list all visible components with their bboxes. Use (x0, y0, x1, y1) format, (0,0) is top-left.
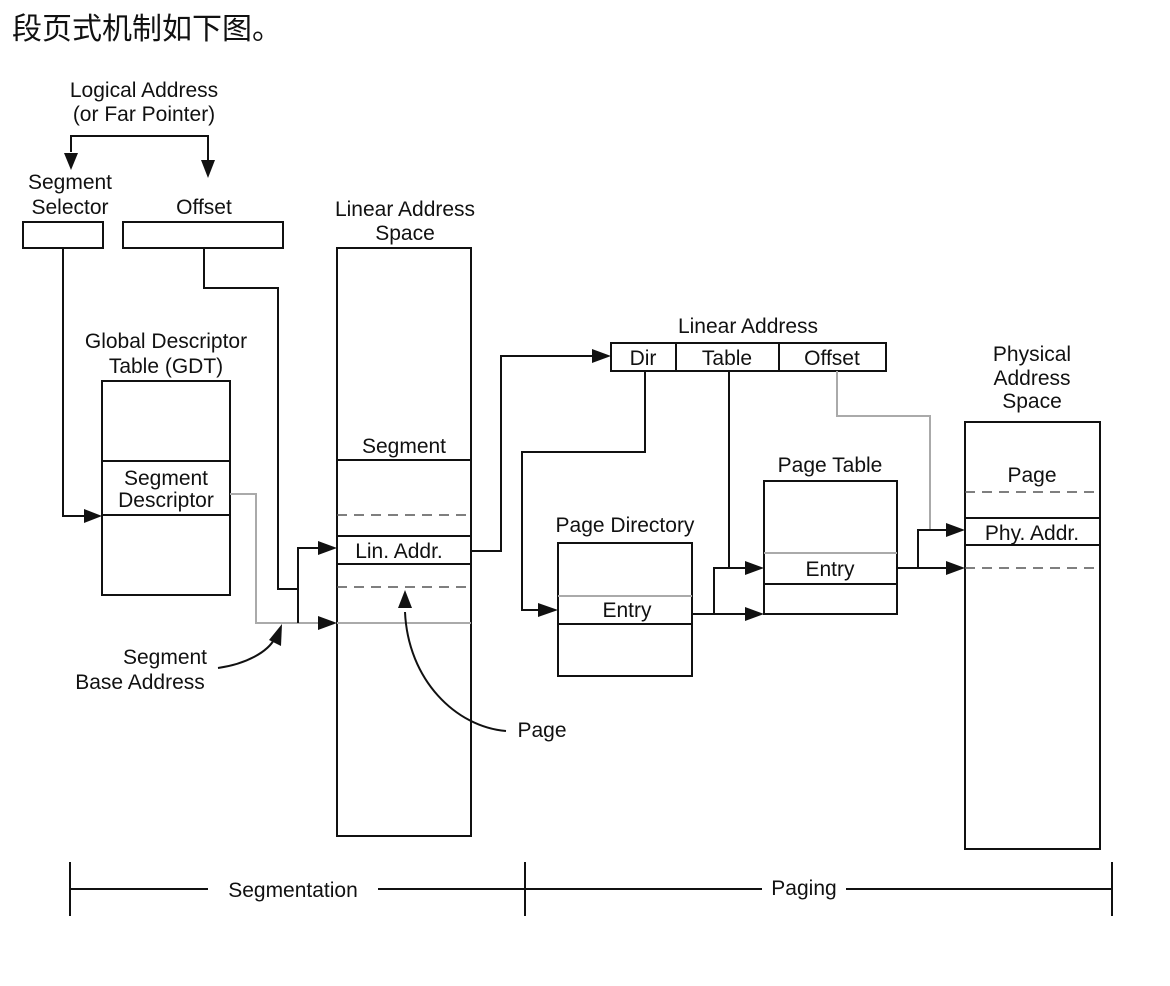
physical-address-space-label-3: Space (1002, 390, 1062, 413)
logical-address-label-2: (or Far Pointer) (73, 103, 215, 126)
segment-descriptor-label-2: Descriptor (118, 489, 214, 512)
segment-descriptor-label: Segment (124, 467, 208, 490)
page-table-box (763, 480, 898, 615)
segment-base-label-2: Base Address (75, 671, 205, 694)
segment-base-label: Segment (123, 646, 207, 669)
offset-to-phy-addr-line (836, 371, 931, 530)
dir-field-label: Dir (630, 347, 657, 370)
logical-address-bracket (64, 135, 215, 178)
page-heading: 段页式机制如下图。 (12, 12, 282, 47)
gdt-label: Global Descriptor (85, 330, 247, 353)
page-linear-callout-arrow (398, 590, 507, 732)
page-directory-box (557, 542, 693, 677)
page-directory-label: Page Directory (556, 514, 695, 537)
logical-address-label: Logical Address (70, 79, 218, 102)
linear-address-box (610, 342, 887, 372)
dir-to-page-directory-arrow (521, 371, 646, 617)
physical-address-space-label: Physical (993, 343, 1071, 366)
table-to-page-table-arrow (713, 371, 764, 614)
segment-selector-label: Segment (28, 171, 112, 194)
physical-address-space-box (964, 421, 1101, 850)
phy-addr-label: Phy. Addr. (985, 522, 1079, 545)
segment-selector-label-2: Selector (31, 196, 108, 219)
linear-address-space-box (336, 247, 472, 837)
linear-address-label: Linear Address (678, 315, 818, 338)
descriptor-to-base-line (230, 493, 337, 630)
pt-entry-to-physical-arrows (897, 523, 965, 575)
page-linear-label: Page (517, 719, 566, 742)
phase-scale-bar (69, 862, 1113, 916)
segment-base-callout-arrow (217, 624, 282, 669)
pd-entry-label: Entry (602, 599, 652, 622)
offset-label: Offset (176, 196, 232, 219)
segment-label: Segment (362, 435, 446, 458)
linear-address-space-label-2: Space (375, 222, 435, 245)
segment-selector-box (22, 221, 104, 249)
offset-box (122, 221, 284, 249)
offset-field-label: Offset (804, 347, 860, 370)
page-physical-label: Page (1007, 464, 1056, 487)
pt-entry-label: Entry (805, 558, 855, 581)
physical-address-space-label-2: Address (993, 367, 1070, 390)
selector-to-gdt-arrow (62, 248, 102, 523)
gdt-box (101, 380, 231, 596)
pd-entry-to-page-table-arrow (692, 607, 764, 621)
lin-addr-label: Lin. Addr. (355, 540, 443, 563)
segmentation-label: Segmentation (228, 879, 358, 902)
adder-to-lin-addr-arrow (297, 541, 337, 623)
offset-to-adder-line (203, 248, 298, 590)
lin-addr-to-linear-address-arrow (471, 349, 611, 552)
paging-label: Paging (771, 877, 836, 900)
page-table-label: Page Table (778, 454, 883, 477)
table-field-label: Table (702, 347, 752, 370)
linear-address-space-label: Linear Address (335, 198, 475, 221)
gdt-label-2: Table (GDT) (109, 355, 223, 378)
